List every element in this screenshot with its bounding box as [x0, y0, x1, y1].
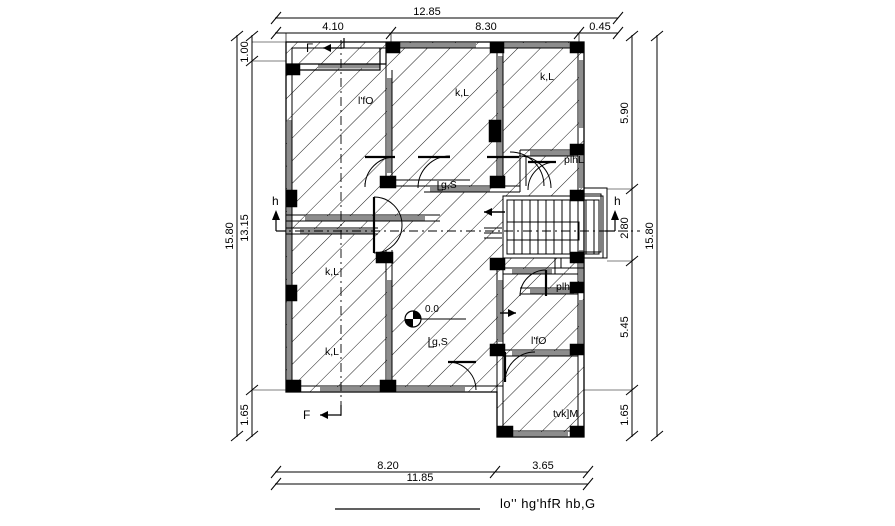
room-label-room-left-lower: k,L [325, 346, 339, 358]
room-label-room-bottom-right: l'fO [531, 335, 546, 347]
dim-right-overall: 15.80 [644, 222, 656, 250]
room-label-room-top-mid: k,L [455, 87, 469, 99]
room-label-room-left-mid: k,L [325, 266, 339, 278]
room-label-room-hall-upper: g,S [441, 179, 457, 191]
door-leaves [365, 155, 556, 382]
dim-top-seg-2: 8.30 [475, 21, 496, 33]
room-labels: l'fO k,L k,L plhL g,S k,L k,L g,S plhL l… [325, 71, 584, 420]
section-marker-h-right: h [605, 194, 621, 232]
dimension-right [584, 30, 664, 442]
dim-bottom-seg-2: 3.65 [532, 460, 553, 472]
dim-top-seg-1: 4.10 [322, 21, 343, 33]
dim-bottom-overall: 11.85 [407, 472, 434, 484]
dimension-bottom [270, 465, 594, 491]
level-marker: 0.0 [404, 304, 466, 328]
section-marker-f-bottom: F [303, 405, 342, 422]
dim-right-seg-3: 5.45 [619, 316, 631, 337]
section-marker-label-f-bottom: F [303, 408, 310, 422]
wall-cores [287, 43, 584, 437]
room-label-room-top-right: k,L [540, 71, 554, 83]
dim-right-seg-1: 5.90 [619, 102, 631, 123]
dimension-left-text: 15.80 1.00 13.15 1.65 [224, 41, 251, 425]
dim-bottom-seg-1: 8.20 [377, 460, 398, 472]
hatch-knockouts [503, 196, 607, 258]
room-label-room-hall-lower: g,S [432, 336, 448, 348]
interior-walls [286, 42, 584, 392]
section-marker-label-f-top: F [306, 41, 313, 55]
hall-label-brackets [428, 181, 443, 348]
dim-left-seg-1: 1.00 [239, 41, 251, 62]
drawing-title-block: lo'' hg'hfR hb,G [335, 496, 596, 511]
level-marker-value: 0.0 [425, 304, 439, 315]
dim-top-overall: 12.85 [413, 6, 441, 18]
drawing-title: lo'' hg'hfR hb,G [500, 496, 596, 511]
stair-direction-arrow [484, 208, 516, 317]
dimension-bottom-text: 8.20 3.65 11.85 [377, 460, 553, 484]
dim-left-overall: 15.80 [224, 222, 236, 250]
section-marker-f-top: F [306, 38, 345, 55]
room-label-room-bath-lower: plhL [556, 281, 576, 293]
section-marker-label-h-left: h [272, 194, 279, 208]
dim-right-seg-4: 1.65 [619, 404, 631, 425]
dim-left-seg-3: 1.65 [239, 404, 251, 425]
section-marker-h-left: h [272, 194, 286, 232]
room-label-room-bath-upper: plhL [564, 154, 584, 166]
dimension-top-text: 12.85 4.10 8.30 0.45 [322, 6, 610, 33]
dimension-top [270, 11, 624, 42]
room-label-room-terrace: tvk]M [553, 408, 578, 420]
dim-top-seg-3: 0.45 [589, 21, 610, 33]
dimension-right-text: 5.90 2.80 5.45 1.65 15.80 [619, 102, 656, 425]
dim-left-seg-2: 13.15 [239, 214, 251, 242]
dimension-left [230, 30, 286, 442]
axis-lines [276, 40, 640, 418]
room-label-room-top-left: l'fO [358, 95, 373, 107]
section-marker-label-h-right: h [614, 194, 621, 208]
dim-right-seg-2: 2.80 [619, 217, 631, 238]
